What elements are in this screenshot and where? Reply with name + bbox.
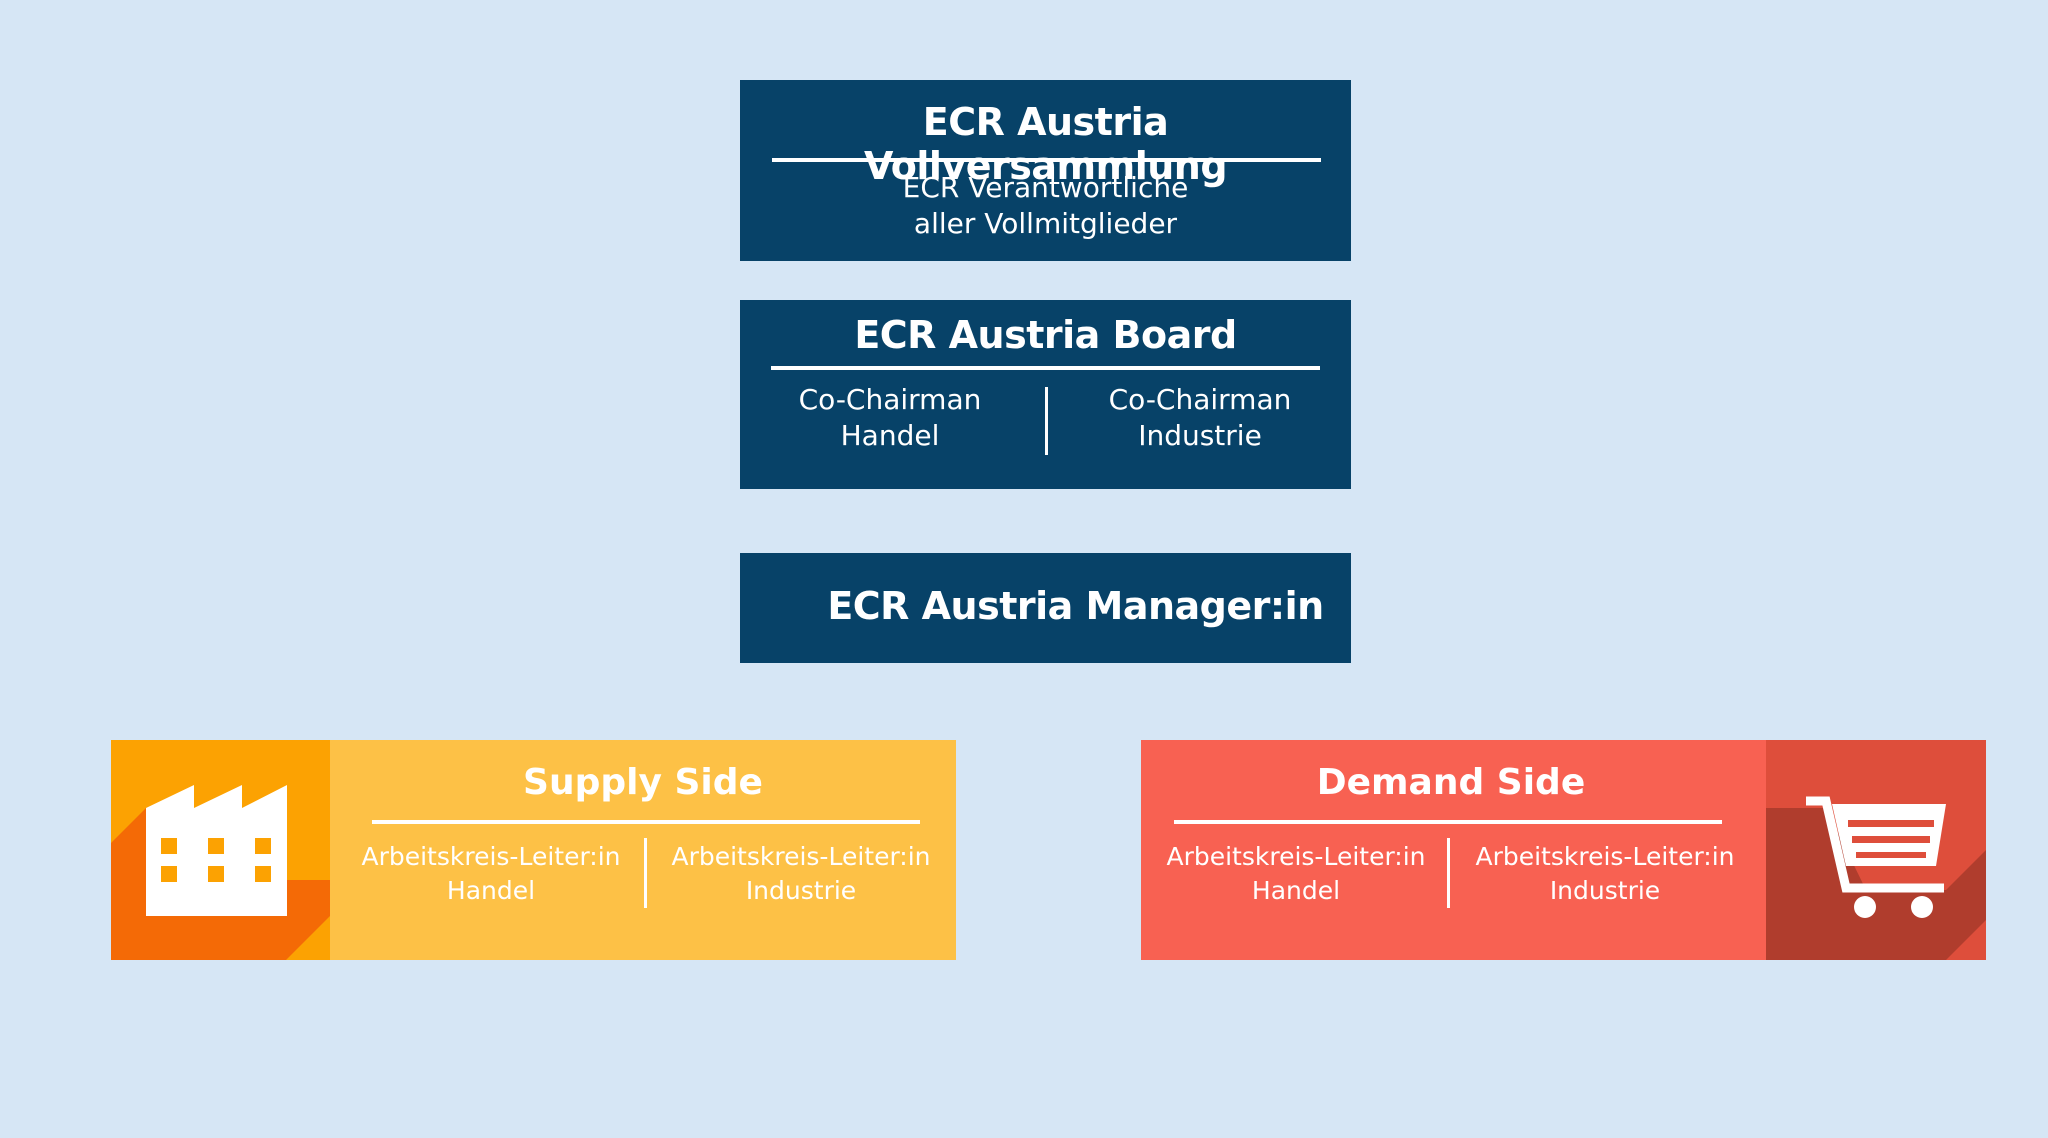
- supply-left-line2: Handel: [446, 876, 536, 905]
- demand-left-line1: Arbeitskreis-Leiter:in: [1166, 842, 1426, 871]
- assembly-subtitle-line2: aller Vollmitglieder: [913, 207, 1178, 240]
- board-title: ECR Austria Board: [854, 313, 1237, 357]
- demand-side-panel: Demand Side Arbeitskreis-Leiter:in Hande…: [1141, 740, 1986, 960]
- manager-box: ECR Austria Manager:in: [740, 553, 1351, 663]
- demand-left-line2: Handel: [1251, 876, 1341, 905]
- supply-divider: [372, 820, 920, 824]
- board-box: ECR Austria Board Co-Chairman Handel Co-…: [740, 300, 1351, 489]
- board-right-line1: Co-Chairman: [1108, 383, 1292, 416]
- supply-left-line1: Arbeitskreis-Leiter:in: [361, 842, 621, 871]
- assembly-subtitle-line1: ECR Verantwortliche: [902, 171, 1189, 204]
- demand-right-line1: Arbeitskreis-Leiter:in: [1475, 842, 1735, 871]
- assembly-subtitle: ECR Verantwortliche aller Vollmitglieder: [740, 170, 1351, 242]
- demand-right-line2: Industrie: [1549, 876, 1661, 905]
- assembly-box: ECR Austria Vollversammlung ECR Verantwo…: [740, 80, 1351, 261]
- board-right-line2: Industrie: [1138, 419, 1262, 452]
- manager-title: ECR Austria Manager:in: [827, 584, 1324, 628]
- board-right-column: Co-Chairman Industrie: [1070, 382, 1330, 454]
- demand-icon-tile: [1766, 740, 1986, 960]
- supply-right-column: Arbeitskreis-Leiter:in Industrie: [651, 840, 951, 908]
- supply-left-column: Arbeitskreis-Leiter:in Handel: [341, 840, 641, 908]
- assembly-title: ECR Austria Vollversammlung: [863, 100, 1228, 188]
- assembly-divider: [772, 158, 1321, 162]
- supply-icon-tile: [111, 740, 330, 960]
- board-column-separator: [1045, 387, 1048, 455]
- supply-side-panel: Supply Side Arbeitskreis-Leiter:in Hande…: [111, 740, 956, 960]
- board-left-column: Co-Chairman Handel: [760, 382, 1020, 454]
- demand-right-column: Arbeitskreis-Leiter:in Industrie: [1455, 840, 1755, 908]
- board-divider: [771, 366, 1320, 370]
- board-left-line2: Handel: [840, 419, 940, 452]
- demand-column-separator: [1447, 838, 1450, 908]
- demand-left-column: Arbeitskreis-Leiter:in Handel: [1146, 840, 1446, 908]
- supply-column-separator: [644, 838, 647, 908]
- factory-icon: [111, 785, 330, 960]
- demand-divider: [1174, 820, 1722, 824]
- supply-title: Supply Side: [523, 762, 763, 803]
- demand-title: Demand Side: [1316, 762, 1586, 803]
- shopping-cart-icon: [1766, 796, 1986, 960]
- supply-right-line2: Industrie: [745, 876, 857, 905]
- supply-right-line1: Arbeitskreis-Leiter:in: [671, 842, 931, 871]
- board-left-line1: Co-Chairman: [798, 383, 982, 416]
